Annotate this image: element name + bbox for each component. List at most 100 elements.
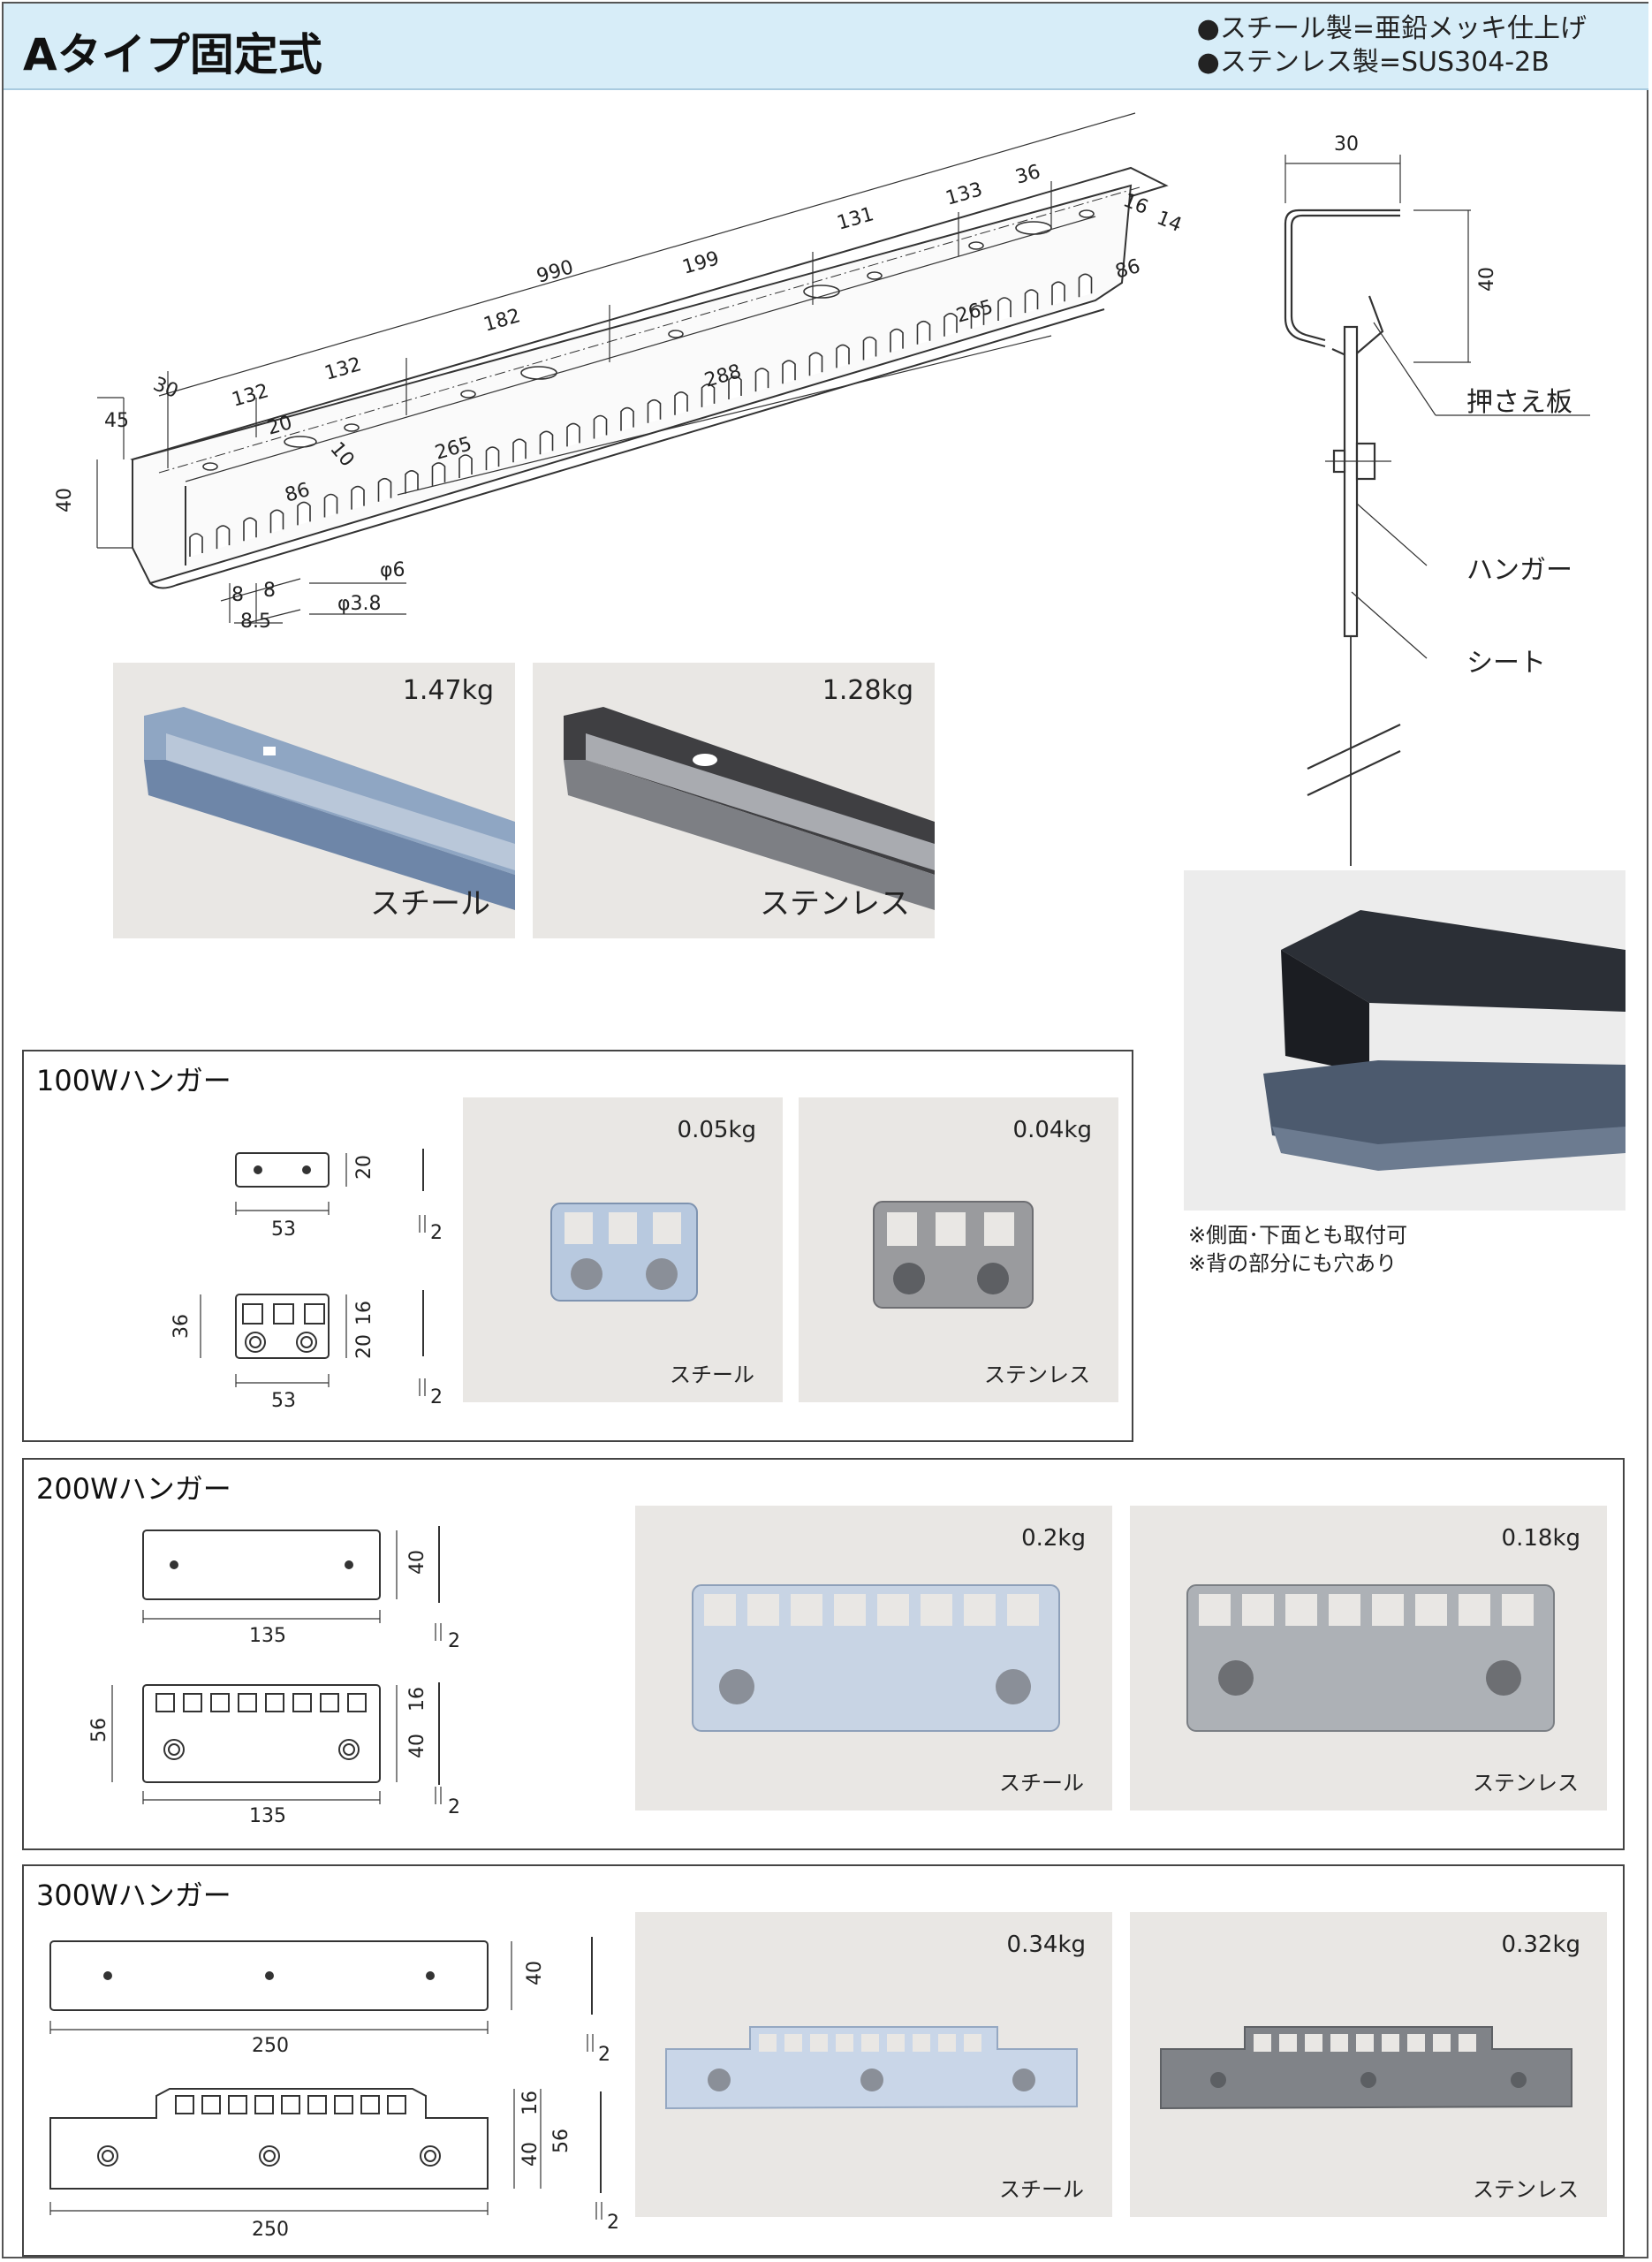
- rail-tooth: [539, 430, 554, 455]
- h100-dim-htop: 16: [353, 1301, 375, 1325]
- h300-dim-t: 2: [598, 2044, 610, 2066]
- h100-steel-image: [550, 1203, 698, 1302]
- rail-tooth: [728, 376, 742, 399]
- photo-square-hole: [747, 1594, 779, 1626]
- h200-stainless-weight: 0.18kg: [1501, 1525, 1580, 1552]
- rail-tooth: [943, 313, 958, 337]
- rail-tooth: [674, 391, 688, 415]
- h200-dim-t: 2: [448, 1630, 460, 1652]
- h200-square-hole: [347, 1693, 367, 1712]
- rail-tooth: [997, 297, 1012, 321]
- h200-square-hole: [210, 1693, 230, 1712]
- h300-steel-label: スチール: [999, 2177, 1084, 2202]
- h100-dim-w: 53: [271, 1218, 296, 1241]
- rail-slot-hole: [284, 436, 317, 448]
- rail-tooth: [1024, 289, 1039, 314]
- dim-45: 45: [104, 410, 129, 432]
- h300-stainless-image: [1160, 2026, 1572, 2110]
- hanger-100w-title: 100Wハンガー: [36, 1064, 231, 1097]
- hanger-200w-drawing: 135 40 2 135 56 16 40 2: [88, 1526, 460, 1827]
- rail-hole: [202, 462, 218, 471]
- hanger-100w-photo-stainless: 0.04kg ステンレス: [799, 1097, 1118, 1402]
- rail-top-holes: [202, 209, 1095, 471]
- h200-steel-image: [692, 1584, 1060, 1732]
- h100-stainless-weight: 0.04kg: [1012, 1117, 1092, 1143]
- rail-stainless-weight: 1.28kg: [822, 675, 913, 706]
- rail-hole: [1079, 209, 1095, 218]
- rail-tooth: [405, 470, 419, 494]
- rail-photo-stainless: 1.28kg ステンレス: [533, 663, 935, 938]
- hanger-200w-section: 200Wハンガー 135 40 2 135 56: [22, 1458, 1625, 1850]
- photo-square-hole: [810, 2034, 828, 2052]
- h300-dim-h: 40: [524, 1961, 546, 1985]
- photo-square-hole: [1330, 2034, 1348, 2052]
- photo-square-hole: [1459, 2034, 1476, 2052]
- dim-phi6: φ6: [380, 559, 405, 581]
- rail-tooth: [782, 360, 796, 384]
- dim-199: 199: [680, 247, 722, 279]
- rail-photo-steel: 1.47kg スチール: [113, 663, 515, 938]
- h300-square-hole: [387, 2095, 406, 2114]
- h300-stainless-weight: 0.32kg: [1501, 1932, 1580, 1958]
- rail-steel-image: [144, 707, 515, 910]
- photo-square-hole: [1407, 2034, 1425, 2052]
- h200-steel-label: スチール: [999, 1771, 1084, 1795]
- photo-square-hole: [1279, 2034, 1297, 2052]
- rail-tooth: [808, 352, 823, 376]
- dim-8-right: 8: [263, 580, 276, 602]
- rail-stainless-label: ステンレス: [760, 886, 910, 922]
- h100-steel-label: スチール: [670, 1363, 754, 1387]
- h300-steel-image: [665, 2026, 1078, 2110]
- h100-dim-total: 36: [171, 1314, 193, 1339]
- photo-square-hole: [791, 1594, 822, 1626]
- photo-square-hole: [759, 2034, 777, 2052]
- rail-tooth: [458, 454, 473, 478]
- photo-square-hole: [704, 1594, 736, 1626]
- h300-square-hole: [175, 2095, 194, 2114]
- section-press-plate: [1331, 295, 1384, 360]
- hanger-100w-photo-steel: 0.05kg スチール: [463, 1097, 783, 1402]
- mount-photo: [1184, 870, 1625, 1211]
- h200-stainless-image: [1186, 1584, 1555, 1732]
- rail-tooth: [351, 485, 365, 510]
- h300-square-hole: [201, 2095, 221, 2114]
- photo-square-hole: [887, 2034, 905, 2052]
- h200-square-hole: [320, 1693, 339, 1712]
- rail-tooth: [620, 406, 634, 431]
- photo-square-hole: [1285, 1594, 1317, 1626]
- photo-square-hole: [964, 2034, 981, 2052]
- label-hanger: ハンガー: [1466, 555, 1572, 586]
- rail-center-line: [158, 186, 1140, 474]
- dim-990: 990: [534, 256, 576, 288]
- h200-stainless-label: ステンレス: [1473, 1771, 1579, 1795]
- label-sheet: シート: [1466, 648, 1546, 679]
- photo-square-hole: [834, 1594, 866, 1626]
- dim-133: 133: [943, 178, 985, 210]
- hanger-100w-drawing: 53 20 2 53 36 16 20 2: [171, 1149, 443, 1412]
- dim-132-upper: 132: [322, 353, 364, 385]
- rail-tooth: [377, 477, 392, 502]
- rail-hole: [344, 423, 360, 432]
- hanger-100w-section: 100Wハンガー 53 20 2 53: [22, 1050, 1133, 1442]
- photo-square-hole: [913, 2034, 930, 2052]
- hanger-300w-title: 300Wハンガー: [36, 1879, 231, 1912]
- photo-square-hole: [1242, 1594, 1274, 1626]
- rail-tooth: [1051, 281, 1065, 306]
- rail-tooth: [754, 368, 769, 392]
- rail-tooth: [566, 422, 580, 447]
- rail-hole: [968, 241, 984, 250]
- h100-dim-t2: 2: [430, 1386, 443, 1408]
- h200-square-hole: [155, 1693, 175, 1712]
- h300-dim-w2: 250: [252, 2219, 289, 2241]
- photo-square-hole: [921, 1594, 952, 1626]
- h100-stainless-image: [873, 1201, 1034, 1309]
- dim-8-5: 8.5: [240, 611, 271, 633]
- rail-technical-drawing: 990 199 131 133 36 16 14 86 182 132 132 …: [54, 112, 1185, 633]
- h300-dim-htop: 16: [519, 2091, 542, 2115]
- h200-square-hole: [265, 1693, 284, 1712]
- h100-stainless-label: ステンレス: [984, 1363, 1090, 1387]
- rail-tooth: [269, 509, 284, 534]
- label-press-plate: 押さえ板: [1466, 387, 1572, 418]
- rail-bottom-lip: [149, 308, 1105, 589]
